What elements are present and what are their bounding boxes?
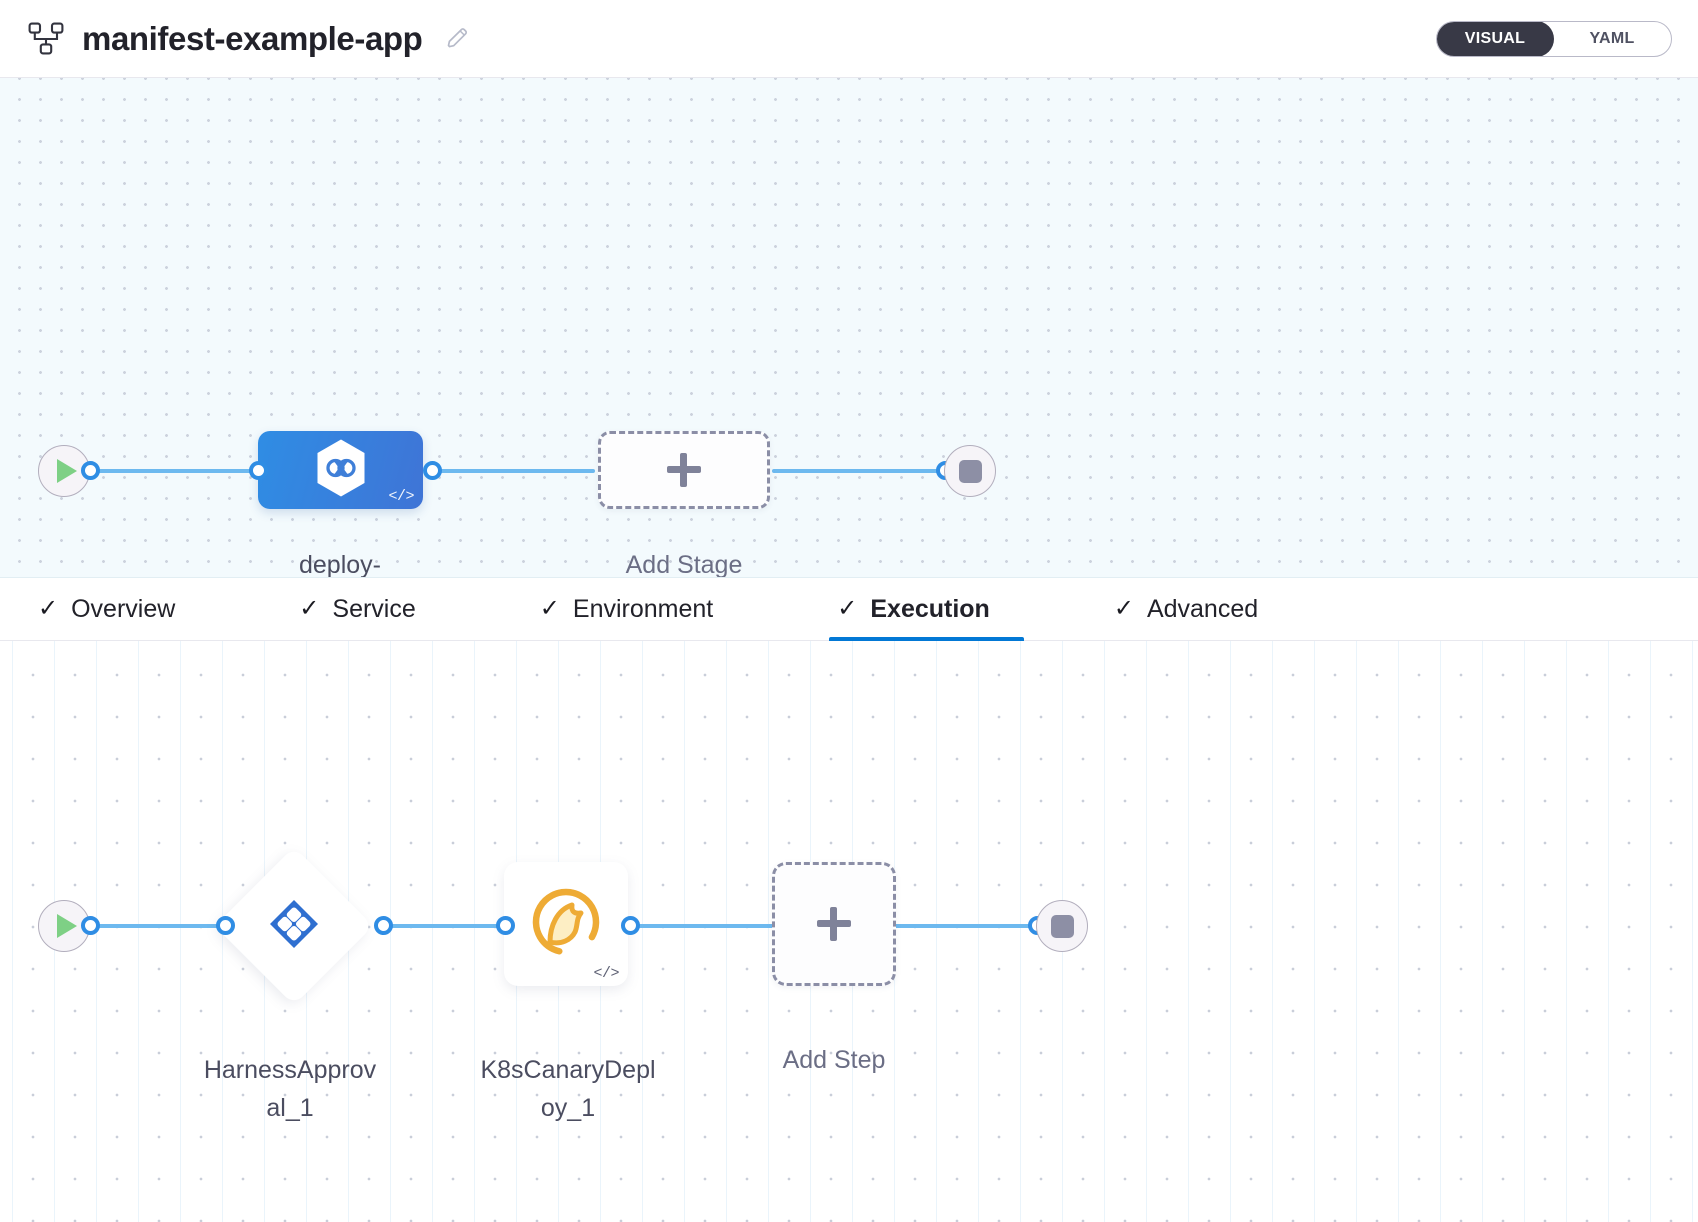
tab-execution[interactable]: ✓ Execution xyxy=(829,578,1024,641)
tab-overview-label: Overview xyxy=(71,594,176,623)
harness-deployment-hexagon-icon xyxy=(314,438,368,503)
approval-output-port[interactable] xyxy=(374,916,393,935)
step-start-port[interactable] xyxy=(81,916,100,935)
plus-icon xyxy=(817,907,851,941)
add-step-button[interactable] xyxy=(772,862,896,986)
edge-approval-to-canary xyxy=(383,924,505,928)
tab-overview[interactable]: ✓ Overview xyxy=(30,578,209,640)
edge-stage-to-addstage xyxy=(430,469,595,473)
canary-bird-icon xyxy=(530,886,602,963)
plus-icon xyxy=(667,453,701,487)
stage-config-tabs: ✓ Overview ✓ Service ✓ Environment ✓ Exe… xyxy=(0,578,1698,641)
step-end-node[interactable] xyxy=(1036,900,1088,952)
approval-input-port[interactable] xyxy=(216,916,235,935)
stage-code-badge: </> xyxy=(388,488,414,505)
stop-icon xyxy=(1050,914,1074,938)
toggle-option-yaml[interactable]: YAML xyxy=(1589,29,1635,47)
step-node-k8s-canary-deploy[interactable]: </> xyxy=(504,862,628,986)
stop-icon xyxy=(958,459,982,483)
canary-code-badge: </> xyxy=(593,965,619,982)
add-stage-label: Add Stage xyxy=(625,551,743,578)
tab-advanced-label: Advanced xyxy=(1146,594,1259,623)
stage-node-label: deploy- guestbook xyxy=(299,551,381,578)
add-step-label: Add Step xyxy=(782,1046,886,1075)
step-node-harness-approval[interactable] xyxy=(214,846,374,1006)
approval-node-label: HarnessApprov al_1 xyxy=(203,1055,377,1123)
tab-service-label: Service xyxy=(332,594,416,623)
edge-start-to-stage xyxy=(88,469,254,473)
header-left-group: manifest-example-app xyxy=(28,22,470,56)
header-bar: manifest-example-app VISUAL YAML xyxy=(0,0,1698,78)
edge-addstage-to-end xyxy=(772,469,944,473)
step-node-icon-wrap xyxy=(238,870,350,982)
check-icon: ✓ xyxy=(299,595,320,622)
add-stage-button[interactable] xyxy=(598,431,770,509)
header-right-group: VISUAL YAML xyxy=(1436,20,1672,57)
tab-execution-label: Execution xyxy=(870,594,990,623)
tab-environment[interactable]: ✓ Environment xyxy=(532,578,747,640)
stage-output-port[interactable] xyxy=(423,461,442,480)
edge-canary-to-addstep xyxy=(630,924,780,928)
canary-input-port[interactable] xyxy=(496,916,515,935)
play-icon xyxy=(57,914,77,938)
pencil-edit-icon[interactable] xyxy=(440,26,470,52)
canary-output-port[interactable] xyxy=(621,916,640,935)
canary-node-label: K8sCanaryDepl oy_1 xyxy=(480,1055,656,1123)
tab-environment-label: Environment xyxy=(572,594,714,623)
pipeline-hierarchy-icon xyxy=(28,22,64,56)
play-icon xyxy=(57,459,77,483)
page-title: manifest-example-app xyxy=(82,20,423,57)
edge-addstep-to-end xyxy=(884,924,1036,928)
check-icon: ✓ xyxy=(837,595,858,622)
stage-node-deploy-guestbook[interactable]: </> xyxy=(258,431,423,509)
tab-advanced[interactable]: ✓ Advanced xyxy=(1106,578,1292,640)
stage-start-port[interactable] xyxy=(81,461,100,480)
harness-approval-icon xyxy=(266,896,322,957)
stage-end-node[interactable] xyxy=(944,445,996,497)
check-icon: ✓ xyxy=(539,595,560,622)
edge-start-to-approval xyxy=(88,924,224,928)
tab-service[interactable]: ✓ Service xyxy=(291,578,449,640)
stage-input-port[interactable] xyxy=(249,461,268,480)
stage-graph-canvas[interactable]: </> deploy- guestbook Add Stage xyxy=(0,78,1698,578)
check-icon: ✓ xyxy=(38,595,59,622)
view-mode-toggle[interactable]: VISUAL YAML xyxy=(1436,20,1672,57)
execution-graph-canvas[interactable]: HarnessApprov al_1 </> K8sCanaryDepl oy_… xyxy=(0,640,1698,1222)
check-icon: ✓ xyxy=(1113,595,1134,622)
toggle-option-visual[interactable]: VISUAL xyxy=(1437,21,1554,56)
